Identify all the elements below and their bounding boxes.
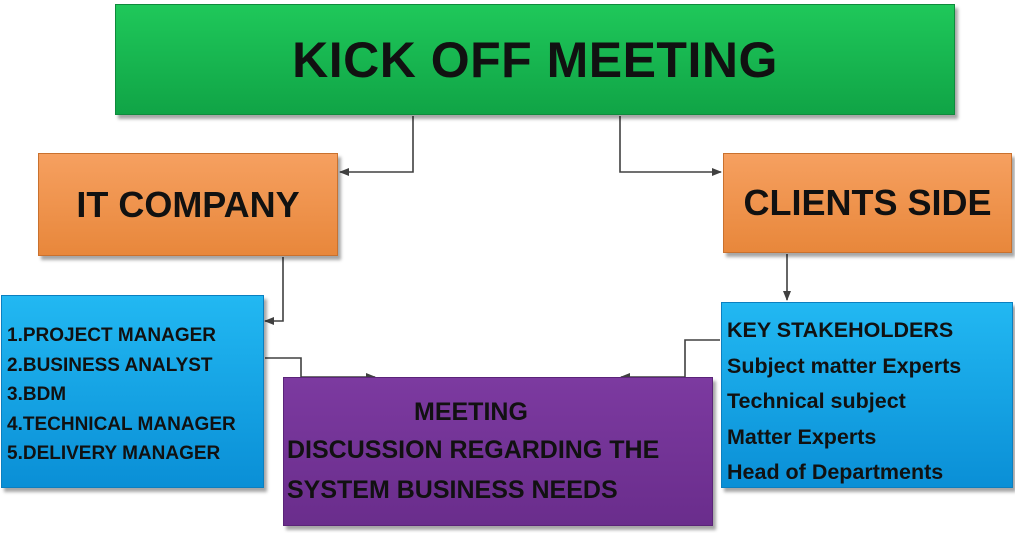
client-stakeholders-box: KEY STAKEHOLDERS Subject matter Experts …	[721, 302, 1013, 488]
it-company-box: IT COMPANY	[38, 153, 338, 256]
kickoff-meeting-title: KICK OFF MEETING	[292, 31, 778, 88]
arrow-kickoff-to-it-company	[339, 116, 414, 176]
arrow-kickoff-to-clients-side	[619, 116, 722, 176]
meeting-discussion-box: MEETING DISCUSSION REGARDING THE SYSTEM …	[283, 377, 713, 526]
client-member-item: KEY STAKEHOLDERS	[727, 318, 954, 342]
clients-side-label: CLIENTS SIDE	[743, 182, 992, 223]
arrow-it-list-to-meeting	[265, 357, 376, 381]
clients-side-box: CLIENTS SIDE	[723, 153, 1012, 253]
arrow-it-company-to-list	[264, 257, 284, 325]
it-company-members-box: 1.PROJECT MANAGER 2.BUSINESS ANALYST 3.B…	[1, 295, 264, 488]
meeting-line-3: SYSTEM BUSINESS NEEDS	[287, 476, 618, 504]
it-member-item: 1.PROJECT MANAGER	[7, 325, 217, 346]
it-member-item: 3.BDM	[7, 384, 67, 405]
meeting-line-1: MEETING	[414, 398, 528, 426]
client-member-item: Subject matter Experts	[727, 353, 962, 378]
it-member-item: 2.BUSINESS ANALYST	[7, 354, 213, 376]
it-company-label: IT COMPANY	[76, 183, 300, 225]
client-member-item: Head of Departments	[727, 460, 944, 484]
client-member-item: Technical subject	[727, 389, 906, 413]
kickoff-meeting-box: KICK OFF MEETING	[115, 4, 955, 115]
it-member-item: 4.TECHNICAL MANAGER	[7, 413, 236, 435]
it-member-item: 5.DELIVERY MANAGER	[7, 443, 221, 464]
meeting-line-2: DISCUSSION REGARDING THE	[287, 436, 660, 464]
arrow-stakeholders-to-meeting	[620, 339, 720, 381]
client-member-item: Matter Experts	[727, 424, 877, 449]
